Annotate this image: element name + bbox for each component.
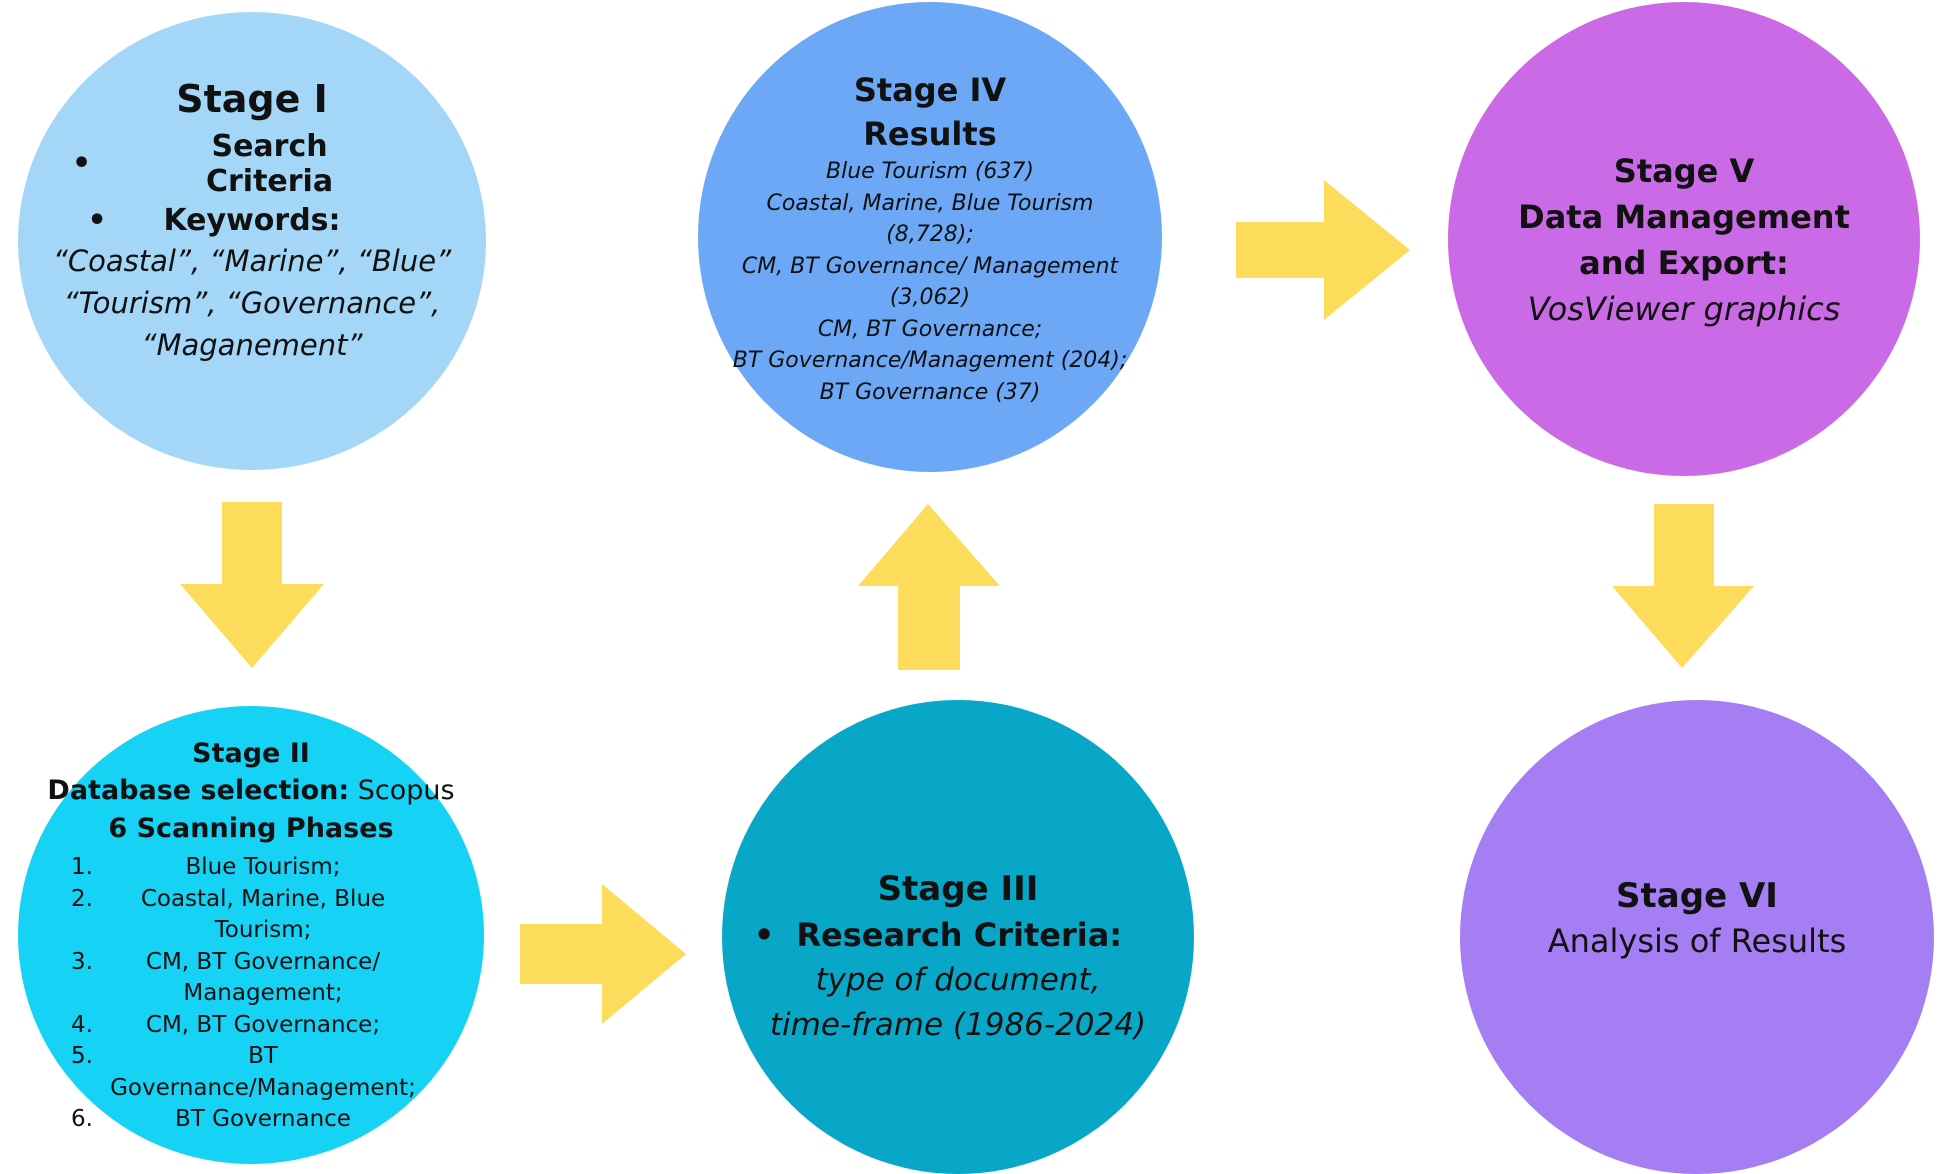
- stage-2-database-value: Scopus: [349, 775, 455, 807]
- arrow-right-icon: [1236, 180, 1410, 320]
- stage-1-bullet-text: Keywords:: [163, 202, 341, 238]
- phase-text: Coastal, Marine, Blue Tourism;: [140, 885, 386, 944]
- stage-1-keywords-line: “Coastal”, “Marine”, “Blue”: [52, 243, 452, 278]
- list-item: 4. CM, BT Governance;: [71, 1010, 431, 1042]
- stage-5-node: Stage V Data Management and Export: VosV…: [1448, 2, 1920, 476]
- stage-4-result-line: BT Governance/Management (204);: [732, 348, 1128, 373]
- arrow-shape: [858, 504, 1000, 670]
- stage-5-title: and Export:: [1579, 244, 1789, 282]
- stage-6-title: Stage VI: [1616, 876, 1778, 916]
- arrow-shape: [520, 884, 686, 1024]
- stage-5-title: Stage V: [1613, 152, 1755, 190]
- list-item: 3. CM, BT Governance/: [71, 947, 431, 979]
- stage-2-node: Stage II Database selection: Scopus 6 Sc…: [18, 706, 484, 1164]
- stage-4-title: Stage IV: [853, 71, 1007, 109]
- stage-1-bullet-text: Search Criteria: [205, 128, 334, 199]
- phase-text: Management;: [183, 980, 343, 1007]
- stage-2-database: Database selection: Scopus: [47, 772, 454, 810]
- arrow-down-icon: [1612, 504, 1754, 668]
- stage-2-database-label: Database selection:: [47, 775, 350, 807]
- phase-text: CM, BT Governance/: [145, 948, 381, 975]
- phase-number: 1.: [71, 854, 93, 881]
- bullet-icon: •: [87, 202, 107, 238]
- stage-4-result-line: (8,728);: [886, 222, 974, 247]
- stage-1-keywords-line: “Maganement”: [141, 327, 363, 362]
- arrow-right-icon: [520, 884, 686, 1024]
- list-item: Management;: [71, 978, 431, 1010]
- stage-2-phase-list: 1. Blue Tourism; 2. Coastal, Marine, Blue …: [71, 852, 431, 1136]
- stage-3-criteria-line: time-frame (1986-2024): [769, 1007, 1147, 1043]
- phase-text: Blue Tourism;: [185, 854, 341, 881]
- stage-2-title: Stage II: [192, 738, 310, 770]
- list-item: 5. BT Governance/Management;: [71, 1041, 431, 1104]
- phase-number: 4.: [71, 1011, 93, 1038]
- phase-text: BT Governance/Management;: [110, 1043, 416, 1101]
- stage-5-title: Data Management: [1518, 198, 1850, 236]
- stage-1-bullet-search-criteria: • Search Criteria: [72, 129, 432, 199]
- stage-1-keywords-line: “Tourism”, “Governance”,: [63, 285, 441, 320]
- phase-text: CM, BT Governance;: [145, 1011, 381, 1038]
- phase-text: BT Governance: [175, 1106, 351, 1133]
- stage-6-subtitle: Analysis of Results: [1547, 922, 1847, 960]
- phase-number: 6.: [71, 1106, 93, 1133]
- stage-4-result-line: CM, BT Governance;: [817, 316, 1043, 342]
- list-item: 6. BT Governance: [71, 1104, 431, 1136]
- phase-number: 3.: [71, 948, 93, 975]
- stage-4-result-line: BT Governance (37): [819, 379, 1041, 405]
- stage-4-result-line: CM, BT Governance/ Management: [741, 253, 1119, 279]
- list-item: 1. Blue Tourism;: [71, 852, 431, 884]
- stage-1-title: Stage I: [176, 76, 328, 121]
- phase-number: 2.: [71, 885, 93, 912]
- stage-4-node: Stage IV Results Blue Tourism (637) Coas…: [698, 2, 1162, 472]
- list-item: 2. Coastal, Marine, Blue Tourism;: [71, 884, 431, 947]
- phase-number: 5.: [71, 1043, 93, 1070]
- stage-4-subtitle: Results: [863, 115, 997, 153]
- stage-4-result-line: (3,062): [889, 285, 971, 310]
- arrow-down-icon: [180, 502, 324, 668]
- stage-5-subtitle: VosViewer graphics: [1527, 290, 1841, 328]
- stage-3-node: Stage III • Research Criteria: type of do…: [722, 700, 1194, 1174]
- stage-3-criteria-line: type of document,: [815, 962, 1101, 998]
- bullet-icon: •: [753, 916, 775, 954]
- arrow-shape: [1612, 504, 1754, 668]
- arrow-up-icon: [858, 504, 1000, 670]
- stage-4-result-line: Blue Tourism (637): [825, 159, 1034, 184]
- stage-2-phases-heading: 6 Scanning Phases: [108, 813, 394, 845]
- stage-6-node: Stage VI Analysis of Results: [1460, 700, 1934, 1174]
- arrow-shape: [180, 502, 324, 668]
- stage-3-bullet: • Research Criteria:: [754, 912, 1122, 958]
- stage-1-bullet-keywords: • Keywords:: [72, 203, 432, 238]
- arrow-shape: [1236, 180, 1410, 320]
- phase-number: [71, 978, 95, 1010]
- stage-4-result-line: Coastal, Marine, Blue Tourism: [766, 190, 1094, 216]
- bullet-icon: •: [72, 146, 92, 181]
- stage-3-title: Stage III: [877, 869, 1039, 909]
- stage-3-bullet-text: Research Criteria:: [796, 916, 1123, 954]
- stage-1-node: Stage I • Search Criteria • Keywords: “C…: [18, 12, 486, 470]
